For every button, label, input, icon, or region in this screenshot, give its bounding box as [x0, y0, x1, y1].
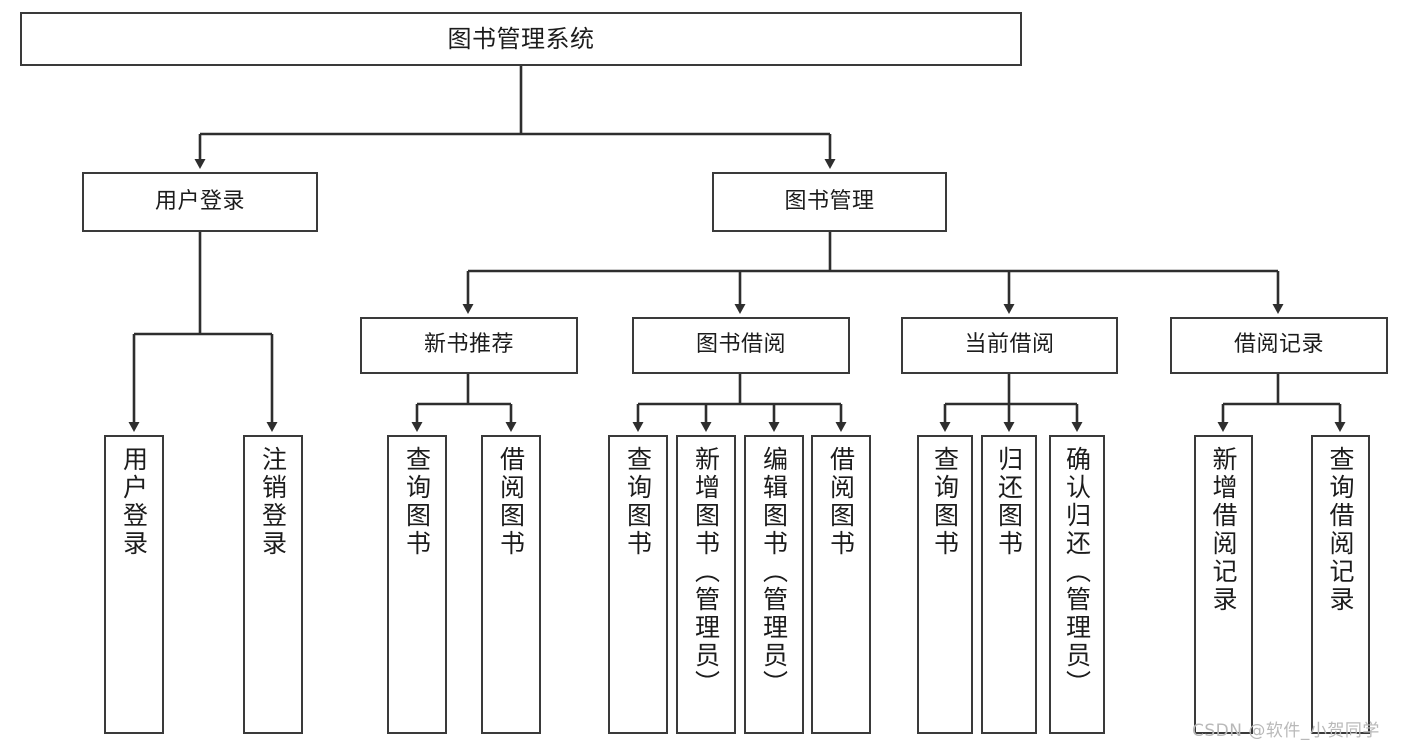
leaf-borrow-book-new[interactable]: 借阅图书: [481, 435, 541, 734]
leaf-label: 编辑图书（管理员）: [759, 446, 789, 698]
node-borrow-record-label: 借阅记录: [1233, 332, 1324, 358]
leaf-label: 确认归还（管理员）: [1062, 446, 1092, 698]
node-root-label: 图书管理系统: [447, 24, 595, 53]
leaf-label: 新增图书（管理员）: [691, 446, 721, 698]
leaf-label: 查询图书: [930, 446, 960, 558]
leaf-return-book[interactable]: 归还图书: [981, 435, 1037, 734]
leaf-label: 用户登录: [119, 446, 149, 558]
leaf-label: 查询图书: [623, 446, 653, 558]
node-user-login[interactable]: 用户登录: [82, 172, 318, 232]
leaf-label: 借阅图书: [496, 446, 526, 558]
node-user-login-label: 用户登录: [154, 188, 245, 214]
leaf-query-borrow-record[interactable]: 查询借阅记录: [1311, 435, 1370, 734]
leaf-label: 查询借阅记录: [1326, 446, 1355, 614]
leaf-add-borrow-record[interactable]: 新增借阅记录: [1194, 435, 1253, 734]
node-book-borrow[interactable]: 图书借阅: [632, 317, 850, 374]
node-book-management-label: 图书管理: [784, 188, 875, 214]
leaf-label: 注销登录: [258, 446, 288, 558]
node-book-management[interactable]: 图书管理: [712, 172, 947, 232]
leaf-confirm-return-admin[interactable]: 确认归还（管理员）: [1049, 435, 1105, 734]
node-current-borrow[interactable]: 当前借阅: [901, 317, 1118, 374]
leaf-add-book-admin[interactable]: 新增图书（管理员）: [676, 435, 736, 734]
leaf-query-book-current[interactable]: 查询图书: [917, 435, 973, 734]
node-current-borrow-label: 当前借阅: [964, 332, 1055, 358]
leaf-user-login[interactable]: 用户登录: [104, 435, 164, 734]
leaf-query-book-new[interactable]: 查询图书: [387, 435, 447, 734]
node-new-book-recommend[interactable]: 新书推荐: [360, 317, 578, 374]
node-root[interactable]: 图书管理系统: [20, 12, 1022, 66]
node-book-borrow-label: 图书借阅: [695, 332, 786, 358]
leaf-label: 归还图书: [994, 446, 1024, 558]
leaf-label: 查询图书: [402, 446, 432, 558]
leaf-borrow-book[interactable]: 借阅图书: [811, 435, 871, 734]
leaf-logout[interactable]: 注销登录: [243, 435, 303, 734]
node-borrow-record[interactable]: 借阅记录: [1170, 317, 1388, 374]
leaf-label: 新增借阅记录: [1209, 446, 1238, 614]
leaf-edit-book-admin[interactable]: 编辑图书（管理员）: [744, 435, 804, 734]
node-new-book-recommend-label: 新书推荐: [423, 332, 514, 358]
leaf-query-book-borrow[interactable]: 查询图书: [608, 435, 668, 734]
leaf-label: 借阅图书: [826, 446, 856, 558]
